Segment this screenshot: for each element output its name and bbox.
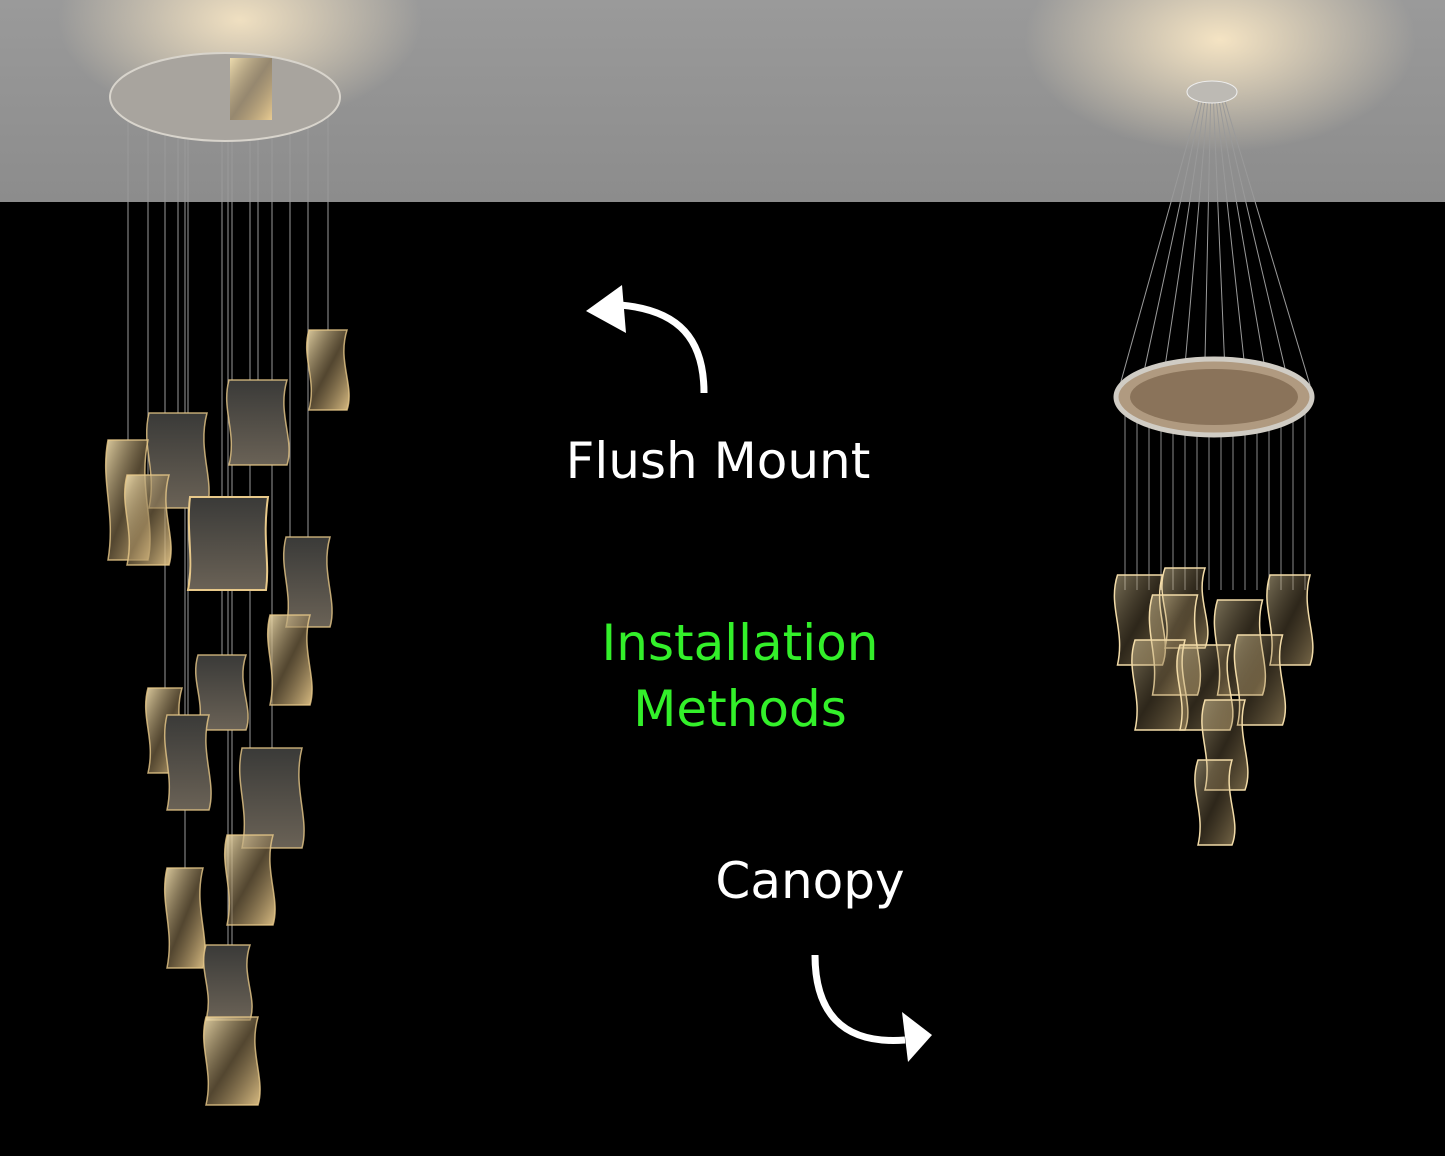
flush-mount-canopy [109, 52, 341, 142]
acrylic-panel [1233, 634, 1287, 726]
acrylic-panel [282, 536, 333, 628]
acrylic-panel [202, 1016, 261, 1106]
acrylic-panel [202, 944, 253, 1021]
canopy-base [1186, 80, 1238, 104]
acrylic-panel [163, 714, 212, 811]
suspension-wire [1212, 97, 1227, 386]
page-title: Installation Methods [602, 610, 879, 742]
title-line-1: Installation [601, 614, 879, 672]
left-chandelier-panels [105, 329, 350, 1106]
ring-inner [1130, 369, 1298, 425]
acrylic-panel [123, 474, 172, 566]
canopy-label: Canopy [715, 852, 905, 910]
acrylic-panel [305, 329, 350, 411]
suspension-wire [1215, 97, 1248, 386]
suspension-wire [1161, 97, 1206, 386]
acrylic-panel [1194, 759, 1236, 846]
suspension-wire [1203, 97, 1212, 386]
acrylic-panel [194, 654, 249, 731]
suspension-wire [1218, 97, 1269, 386]
acrylic-panel [266, 614, 313, 706]
suspension-wire [1140, 97, 1204, 386]
arrow-down-right-icon [811, 954, 932, 1062]
acrylic-panel [238, 747, 305, 849]
acrylic-panel [225, 379, 290, 466]
suspension-wire [1223, 97, 1311, 386]
acrylic-panel [186, 496, 270, 591]
suspension-wire [1220, 97, 1290, 386]
right-chandelier-wires [1119, 97, 1311, 590]
canopy-panel [230, 58, 272, 120]
suspension-wire [1182, 97, 1209, 386]
arrow-up-left-icon [586, 285, 708, 394]
suspension-wire [1119, 97, 1201, 386]
acrylic-panel [163, 867, 206, 969]
flush-mount-label: Flush Mount [565, 432, 871, 490]
acrylic-panel [223, 834, 276, 926]
right-chandelier-panels [1113, 567, 1314, 846]
title-line-2: Methods [633, 680, 847, 738]
